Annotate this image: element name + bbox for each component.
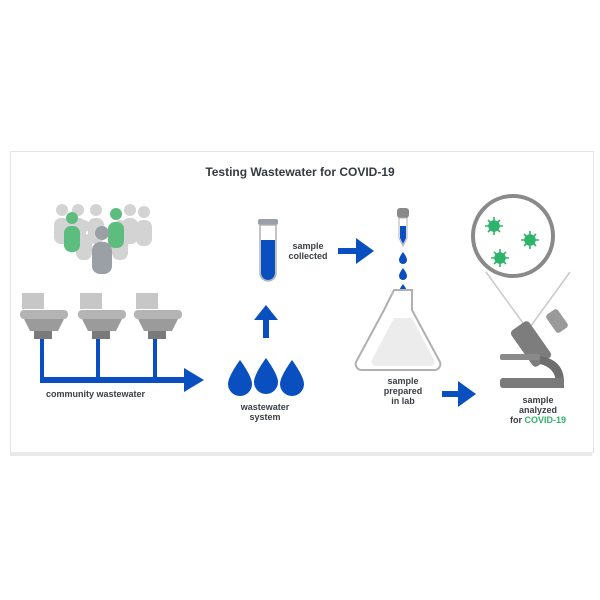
flask-icon: [354, 289, 442, 371]
label-community-wastewater: community wastewater: [46, 389, 146, 399]
covid-highlight: COVID-19: [524, 415, 566, 425]
toilet-icon: [20, 293, 68, 339]
arrow-right-icon: [338, 238, 374, 264]
water-drops-icon: [228, 358, 304, 396]
virus-icon: [491, 249, 509, 267]
virus-icon: [485, 217, 503, 235]
virus-icon: [521, 231, 539, 249]
pipe-arrow-icon: [40, 339, 204, 392]
panel-bottom-edge: [10, 452, 592, 456]
label-sample-collected: sample collected: [288, 241, 328, 261]
test-tube-icon: [258, 219, 278, 282]
arrow-right-icon: [442, 381, 476, 407]
label-sample-prepared: sample prepared in lab: [383, 376, 423, 406]
toilet-icon: [78, 293, 126, 339]
diagram-title: Testing Wastewater for COVID-19: [205, 165, 395, 179]
toilet-icon: [134, 293, 182, 339]
arrow-up-icon: [254, 305, 278, 338]
label-sample-analyzed: sample analyzed for COVID-19: [509, 395, 566, 425]
dropper-icon: [397, 208, 409, 296]
people-group-icon: [54, 204, 152, 274]
microscope-icon: [500, 309, 568, 388]
label-wastewater-system: wastewater system: [240, 402, 290, 422]
